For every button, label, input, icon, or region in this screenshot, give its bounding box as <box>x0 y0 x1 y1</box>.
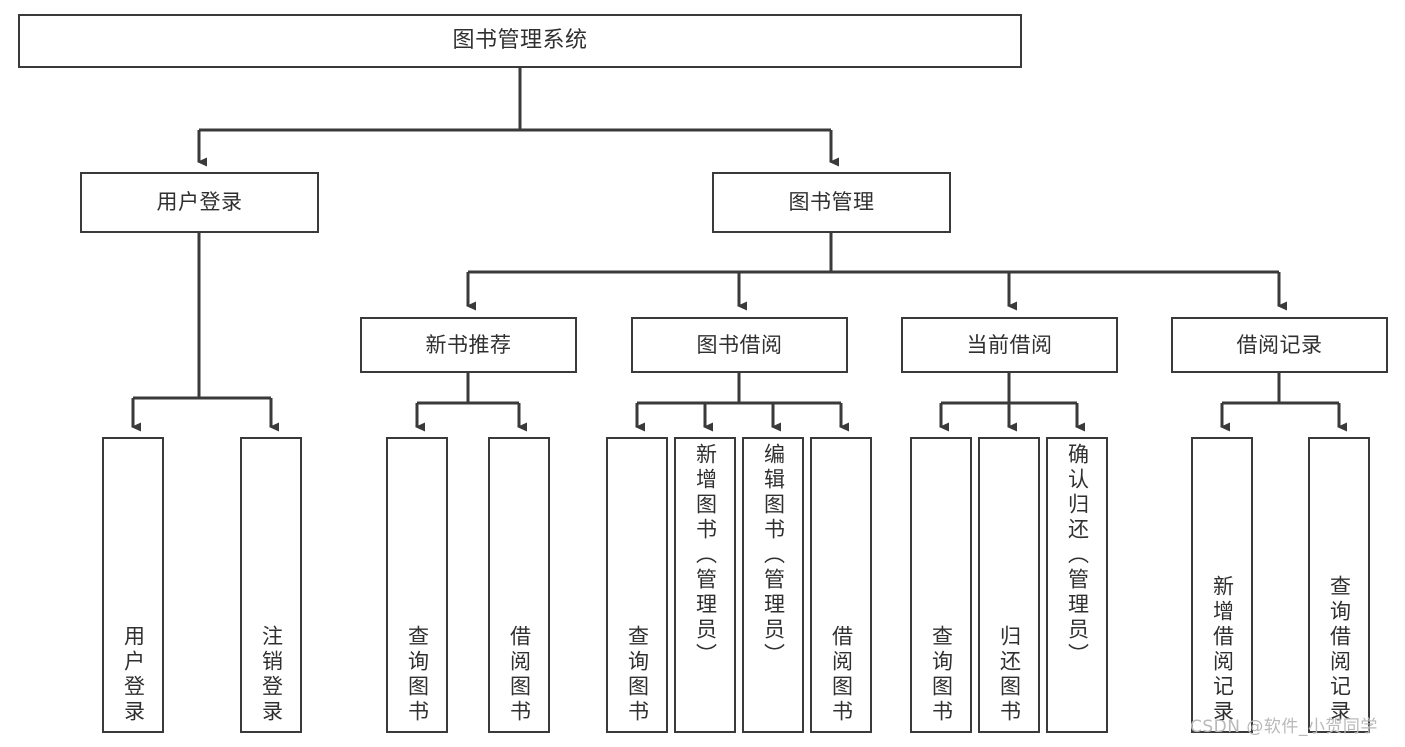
leaf-logout-login[interactable]: 注销登录 <box>240 437 302 733</box>
leaf-add-book[interactable]: 新增图书（管理员） <box>674 437 736 733</box>
node-borrow-record-label: 借阅记录 <box>1236 332 1323 357</box>
leaf-query-book-2-label: 查询图书 <box>625 625 650 725</box>
leaf-edit-book[interactable]: 编辑图书（管理员） <box>742 437 804 733</box>
leaf-return-book-label: 归还图书 <box>997 625 1022 725</box>
leaf-query-record-label: 查询借阅记录 <box>1327 575 1352 725</box>
leaf-query-book-2[interactable]: 查询图书 <box>606 437 668 733</box>
leaf-user-login-label: 用户登录 <box>121 625 146 725</box>
node-user-login[interactable]: 用户登录 <box>80 172 319 233</box>
node-current-borrow[interactable]: 当前借阅 <box>901 317 1118 373</box>
leaf-confirm-return[interactable]: 确认归还（管理员） <box>1046 437 1108 733</box>
leaf-borrow-book-2-label: 借阅图书 <box>829 625 854 725</box>
leaf-borrow-book-1[interactable]: 借阅图书 <box>488 437 550 733</box>
node-new-book-recommend[interactable]: 新书推荐 <box>360 317 577 373</box>
node-book-borrow[interactable]: 图书借阅 <box>631 317 848 373</box>
node-book-manage-label: 图书管理 <box>788 190 875 215</box>
node-root[interactable]: 图书管理系统 <box>18 14 1022 68</box>
leaf-logout-login-label: 注销登录 <box>259 625 284 725</box>
leaf-edit-book-label: 编辑图书（管理员） <box>761 443 786 668</box>
leaf-return-book[interactable]: 归还图书 <box>978 437 1040 733</box>
node-book-manage[interactable]: 图书管理 <box>712 172 951 233</box>
node-book-borrow-label: 图书借阅 <box>696 332 783 357</box>
leaf-query-record[interactable]: 查询借阅记录 <box>1308 437 1370 733</box>
leaf-query-book-3[interactable]: 查询图书 <box>910 437 972 733</box>
leaf-query-book-3-label: 查询图书 <box>929 625 954 725</box>
leaf-add-record[interactable]: 新增借阅记录 <box>1191 437 1253 733</box>
node-current-borrow-label: 当前借阅 <box>966 332 1053 357</box>
leaf-add-book-label: 新增图书（管理员） <box>693 443 718 668</box>
leaf-confirm-return-label: 确认归还（管理员） <box>1065 443 1090 668</box>
leaf-query-book-1-label: 查询图书 <box>405 625 430 725</box>
node-new-book-recommend-label: 新书推荐 <box>425 332 512 357</box>
leaf-borrow-book-2[interactable]: 借阅图书 <box>810 437 872 733</box>
leaf-add-record-label: 新增借阅记录 <box>1210 575 1235 725</box>
node-root-label: 图书管理系统 <box>452 28 588 54</box>
leaf-query-book-1[interactable]: 查询图书 <box>386 437 448 733</box>
leaf-borrow-book-1-label: 借阅图书 <box>507 625 532 725</box>
node-user-login-label: 用户登录 <box>156 190 243 215</box>
node-borrow-record[interactable]: 借阅记录 <box>1171 317 1388 373</box>
leaf-user-login[interactable]: 用户登录 <box>102 437 164 733</box>
